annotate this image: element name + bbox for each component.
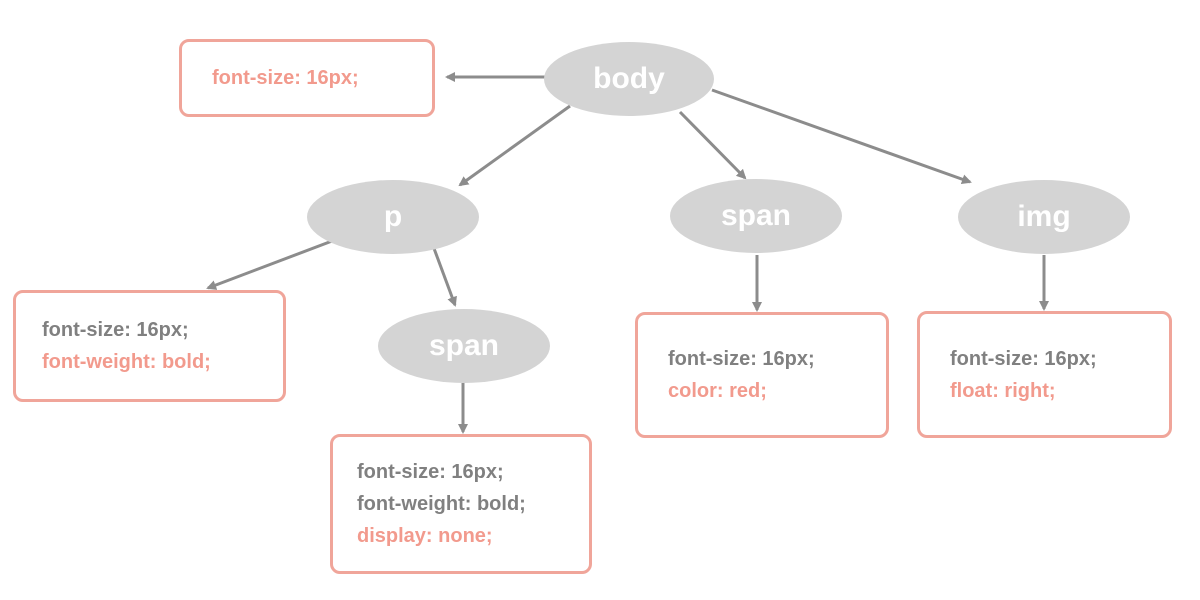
style-box-span: font-size: 16px; color: red;	[635, 312, 889, 438]
arrow-body-to-p	[458, 104, 571, 187]
inherited-style: font-size: 16px;	[950, 347, 1097, 370]
own-style: font-weight: bold;	[42, 351, 211, 373]
style-box-img: font-size: 16px; float: right;	[917, 311, 1172, 438]
own-style: display: none;	[357, 525, 493, 547]
own-style: font-size: 16px;	[212, 67, 359, 89]
arrow-body-to-span	[678, 110, 747, 180]
node-span-in-p: span	[378, 309, 550, 383]
style-box-body: font-size: 16px;	[179, 39, 435, 117]
node-body: body	[544, 42, 714, 116]
style-box-span-in-p: font-size: 16px; font-weight: bold; disp…	[330, 434, 592, 574]
own-style: float: right;	[950, 379, 1056, 402]
inherited-style: font-size: 16px;	[357, 461, 504, 483]
node-span: span	[670, 179, 842, 253]
arrow-p-to-p-box	[206, 236, 341, 290]
node-p: p	[307, 180, 479, 254]
inherited-style: font-size: 16px;	[668, 348, 815, 370]
arrow-p-to-span-in-p	[430, 242, 457, 307]
style-box-p: font-size: 16px; font-weight: bold;	[13, 290, 286, 402]
arrow-body-to-img	[711, 88, 972, 185]
inherited-style: font-size: 16px;	[42, 319, 189, 341]
inherited-style: font-weight: bold;	[357, 493, 526, 515]
node-img: img	[958, 180, 1130, 254]
own-style: color: red;	[668, 380, 767, 402]
